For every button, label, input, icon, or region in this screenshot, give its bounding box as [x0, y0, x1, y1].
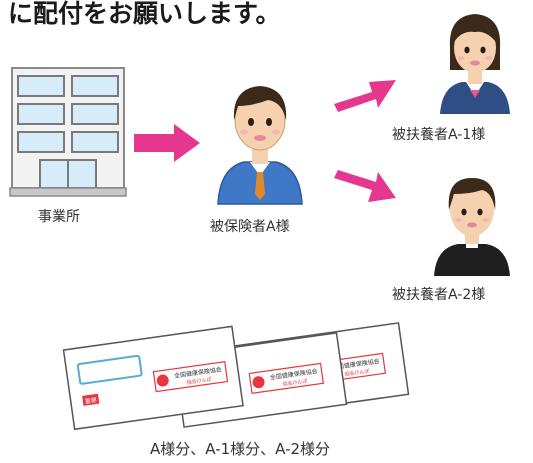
arrow-lower-right-icon: [334, 170, 396, 202]
envelope-a2-subtitle: 協会けんぽ: [344, 367, 370, 377]
envelope-a-subtitle: 協会けんぽ: [186, 376, 212, 386]
dependent-girl-icon: [440, 14, 510, 114]
envelope-a-stamp: 重要: [84, 396, 97, 406]
envelope-a1-subtitle: 協会けんぽ: [282, 377, 308, 387]
envelope-a: 重要 全国健康保険協会 協会けんぽ: [62, 325, 244, 431]
office-building-icon: [9, 67, 127, 197]
office-label: 事業所: [38, 209, 80, 225]
insured-label: 被保険者A様: [210, 219, 290, 235]
heading: に配付をお願いします。: [8, 0, 281, 28]
arrow-right-icon: [134, 124, 200, 162]
envelopes-illustration: 全国健康保険協会 協会けんぽ 全国健康保険協会 協会けんぽ 重要 全国健康保険協…: [62, 322, 410, 431]
insured-person-icon: [217, 86, 303, 205]
dependent2-label: 被扶養者A-2様: [392, 287, 486, 303]
arrow-upper-right-icon: [334, 80, 396, 112]
dependent1-label: 被扶養者A-1様: [392, 127, 486, 143]
dependent-boy-icon: [434, 178, 510, 276]
envelopes-caption: A様分、A-1様分、A-2様分: [150, 440, 331, 458]
